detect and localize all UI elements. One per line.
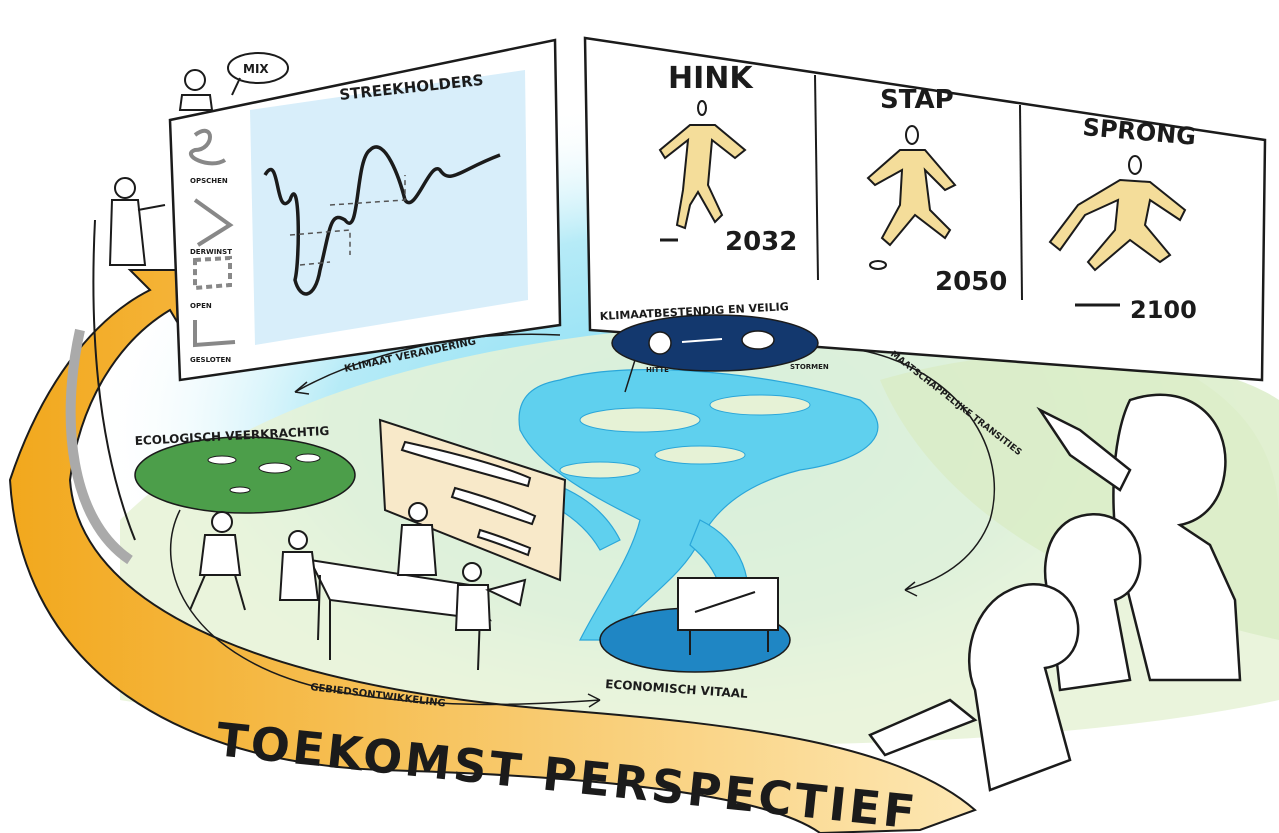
sun-icon xyxy=(648,331,672,355)
board-sketches xyxy=(400,440,537,557)
growth-board xyxy=(677,577,779,631)
fish-icons xyxy=(207,453,321,494)
climate-heat: HITTE xyxy=(646,366,669,374)
mix-speech-bubble: MIX xyxy=(227,52,289,96)
legend-item-2: DERWINST xyxy=(190,248,232,256)
future-arrow xyxy=(8,269,977,833)
stage-label-hink: HINK xyxy=(668,61,754,96)
timeline-stage-hink: HINK 2032 xyxy=(658,61,797,257)
growth-arrow-icon xyxy=(694,591,756,613)
curved-arrows xyxy=(169,333,995,708)
leap-figure xyxy=(1048,155,1187,272)
workshop-people xyxy=(189,502,527,631)
timeline-stage-stap: STAP 2050 xyxy=(866,85,1007,297)
double-arrow-icon xyxy=(681,338,723,343)
stage-year-stap: 2050 xyxy=(935,267,1007,297)
legend-item-4: GESLOTEN xyxy=(190,356,231,364)
spectators xyxy=(868,393,1242,792)
stage-label-stap: STAP xyxy=(880,85,954,115)
storm-cloud-icon xyxy=(741,330,775,350)
pathway-lines xyxy=(263,145,501,296)
legend-item-3: OPEN xyxy=(190,302,212,310)
streekholders-board: STREEKHOLDERS OPSCHEN DERWINST OPEN GESL… xyxy=(168,38,562,382)
bubble-text: MIX xyxy=(243,62,269,76)
stage-year-sprong: 2100 xyxy=(1130,296,1197,324)
stage-year-hink: 2032 xyxy=(725,227,797,257)
step-figure xyxy=(866,125,957,247)
workshop-scene xyxy=(189,418,567,671)
hop-figure xyxy=(658,100,747,230)
river-islands xyxy=(559,394,811,479)
balcony-figures xyxy=(65,69,214,565)
timeline-stage-sprong: SPRONG 2100 xyxy=(1048,113,1197,324)
heat-arrow xyxy=(624,359,636,393)
pathway-dashed xyxy=(289,175,406,266)
legend-item-1: OPSCHEN xyxy=(190,177,228,185)
ecological-theme: ECOLOGISCH VEERKRACHTIG xyxy=(134,424,356,514)
climate-storm: STORMEN xyxy=(790,363,829,371)
legend-icons xyxy=(189,128,236,348)
climate-theme: KLIMAATBESTENDIG EN VEILIG HITTE STORMEN xyxy=(599,300,829,393)
